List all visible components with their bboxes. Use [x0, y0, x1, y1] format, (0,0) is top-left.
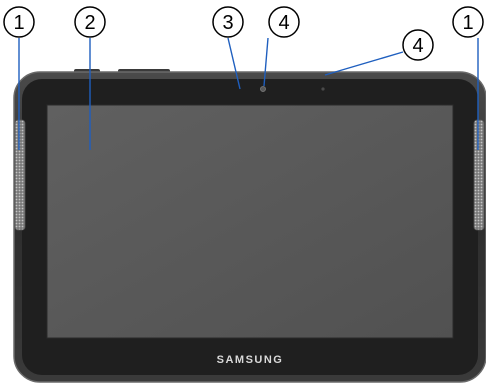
callout-number: 2: [84, 12, 95, 34]
callout-number: 3: [222, 12, 233, 34]
brand-logo: SAMSUNG: [217, 354, 284, 366]
display-screen: [47, 105, 453, 338]
callout-number: 4: [278, 12, 289, 34]
right-speaker: [474, 120, 484, 230]
left-speaker: [15, 120, 25, 230]
front-camera: [260, 86, 265, 91]
callout-number: 1: [13, 12, 24, 34]
callout-number: 1: [462, 12, 473, 34]
callout-number: 4: [412, 35, 423, 57]
light-sensor: [321, 87, 324, 90]
